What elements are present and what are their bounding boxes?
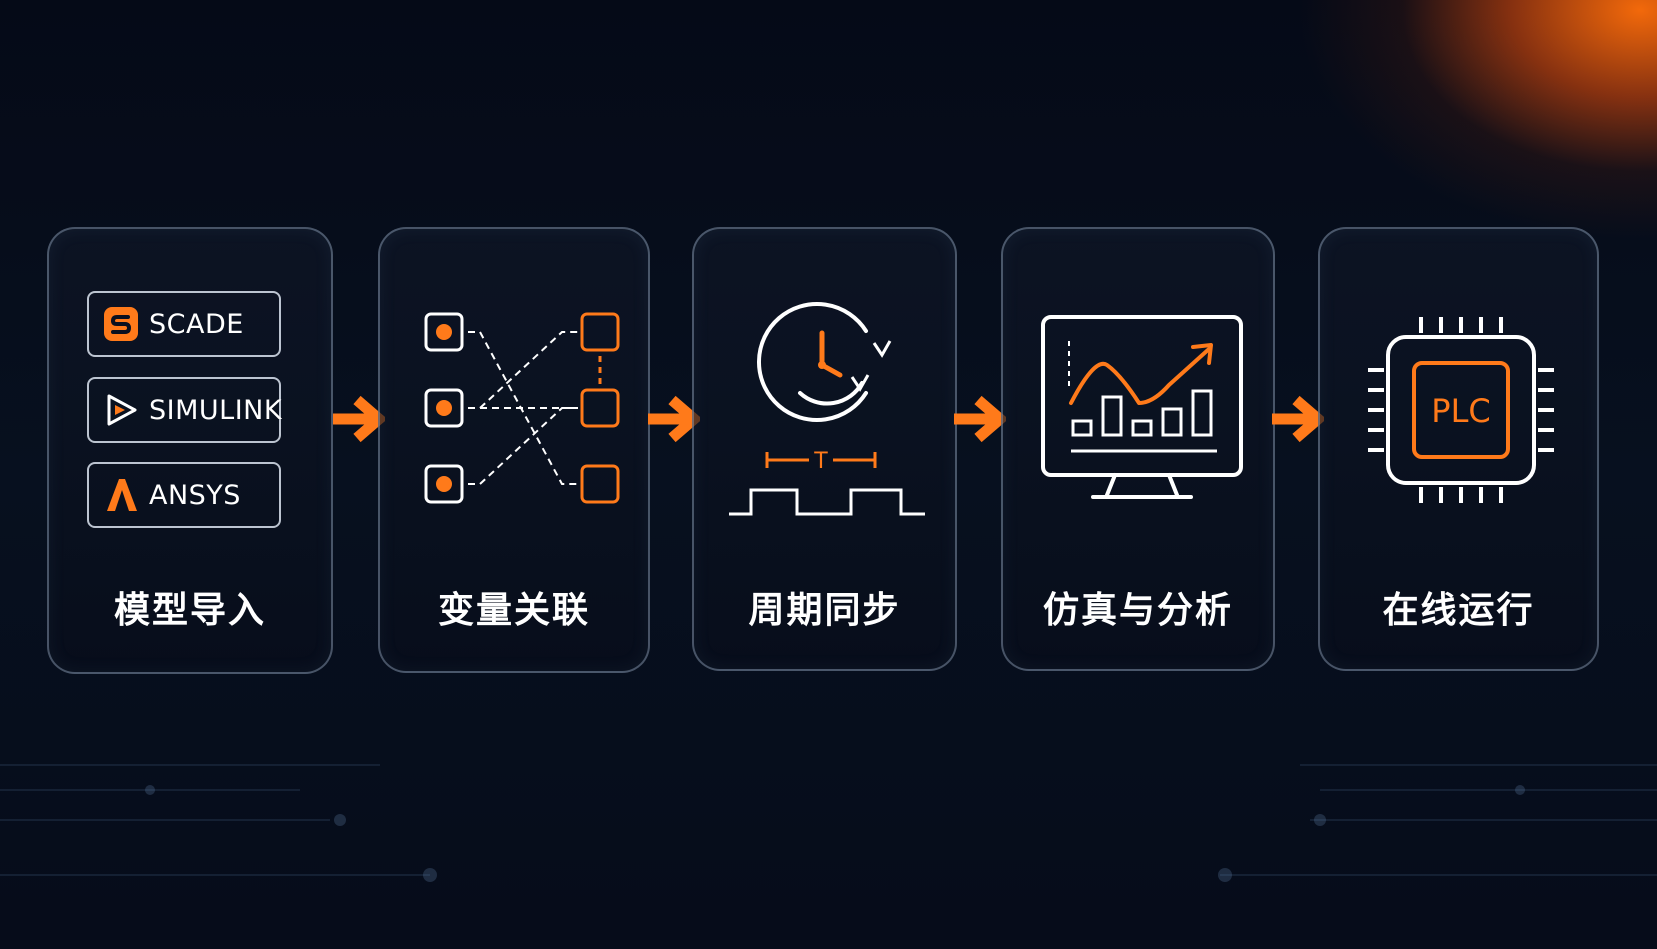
arrow-right-icon <box>1272 395 1324 443</box>
step-label: 周期同步 <box>748 590 901 631</box>
ansys-logo-icon <box>107 479 137 511</box>
step-card-variable-mapping: 变量关联 <box>378 227 650 673</box>
tool-ansys: ANSYS <box>87 462 281 528</box>
period-label: T <box>813 449 828 474</box>
tool-scade: SCADE <box>87 291 281 357</box>
clock-sync-icon <box>756 302 892 422</box>
tool-name-simulink: SIMULINK <box>149 394 283 426</box>
tool-name-scade: SCADE <box>149 308 244 340</box>
step-card-model-import: SCADE SIMULINK ANSYS 模型导入 <box>47 227 333 674</box>
step-label: 变量关联 <box>437 590 590 631</box>
step-card-online-run: PLC 在线运行 <box>1318 227 1599 671</box>
step-card-period-sync: T 周期同步 <box>692 227 957 671</box>
scade-logo-icon <box>104 307 138 341</box>
tool-name-ansys: ANSYS <box>149 479 241 511</box>
monitor-chart-icon <box>1041 315 1243 499</box>
arrow-right-icon <box>333 395 385 443</box>
variable-mapping-icon <box>424 312 620 504</box>
step-card-simulation-analysis: 仿真与分析 <box>1001 227 1275 671</box>
timing-pulse-icon: T <box>729 449 925 516</box>
plc-label: PLC <box>1431 392 1490 430</box>
tool-simulink: SIMULINK <box>87 377 283 443</box>
arrow-right-icon <box>954 395 1006 443</box>
step-label: 在线运行 <box>1382 590 1535 631</box>
step-label: 模型导入 <box>113 590 266 631</box>
plc-chip-icon: PLC <box>1368 317 1554 503</box>
play-triangle-icon <box>107 394 137 426</box>
step-label: 仿真与分析 <box>1042 590 1233 631</box>
